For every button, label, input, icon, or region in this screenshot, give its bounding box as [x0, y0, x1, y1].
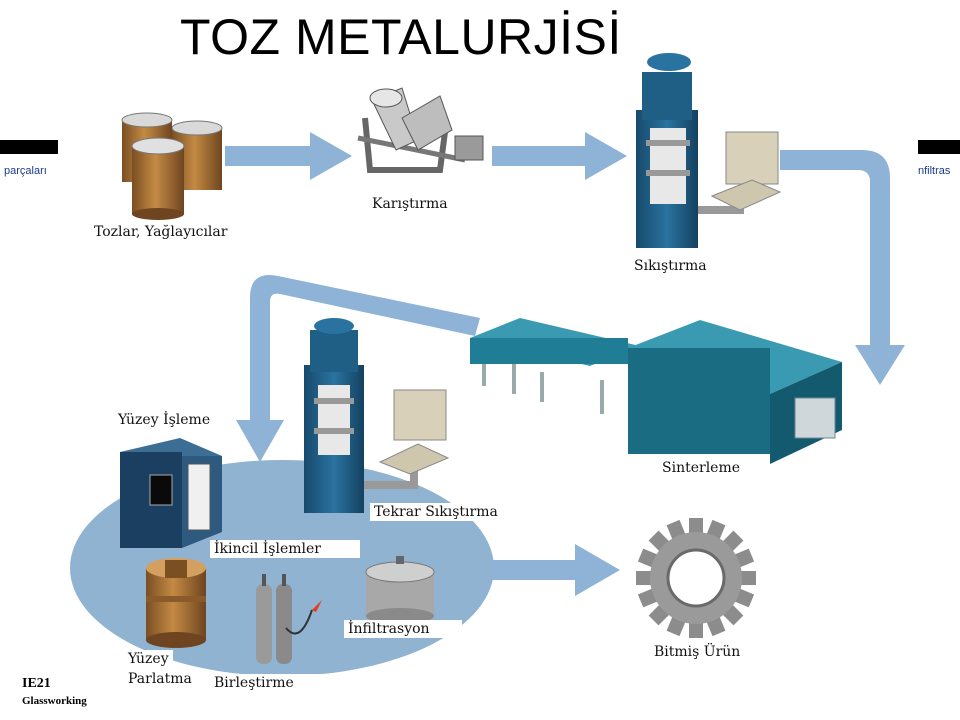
label-surface-treatment: Yüzey İşleme	[118, 412, 211, 428]
machine-tool-icon	[120, 438, 222, 548]
label-sintering: Sinterleme	[662, 460, 741, 476]
press-icon	[636, 53, 782, 248]
label-repressing: Tekrar Sıkıştırma	[370, 503, 502, 521]
left-edge-bar	[0, 140, 58, 154]
arrow-powders-to-mixing	[225, 132, 352, 180]
right-edge-bar	[918, 140, 960, 154]
arrow-secondary-to-finished	[492, 544, 620, 596]
repress-icon	[304, 318, 450, 513]
arrow-mixing-to-compaction	[492, 132, 627, 180]
label-mixing: Karıştırma	[372, 196, 448, 212]
bushing-icon	[146, 558, 206, 648]
arrow-sintering-to-secondary	[236, 274, 480, 462]
v-mixer-icon	[357, 87, 484, 173]
slide-title: TOZ METALURJİSİ	[180, 9, 622, 65]
footer-subtitle: Glassworking	[22, 695, 87, 707]
label-joining: Birleştirme	[210, 674, 354, 692]
label-finished-product: Bitmiş Ürün	[654, 644, 741, 660]
powder-cans-icon	[121, 112, 223, 220]
label-compaction: Sıkıştırma	[634, 258, 707, 274]
label-powders: Tozlar, Yağlayıcılar	[94, 224, 228, 240]
label-polishing-line1: Yüzey	[124, 650, 173, 668]
left-edge-text: parçaları	[4, 165, 47, 177]
gear-icon	[636, 518, 756, 638]
label-secondary-operations: İkincil İşlemler	[210, 540, 360, 558]
label-polishing-line2: Parlatma	[124, 670, 196, 688]
gas-cylinders-icon	[256, 574, 322, 664]
arrow-compaction-to-sintering	[780, 150, 905, 385]
pot-icon	[365, 556, 435, 624]
flow-arrows	[225, 132, 905, 596]
footer-course-code: IE21	[22, 676, 51, 691]
furnace-icon	[470, 318, 842, 464]
right-edge-text: nfiltras	[918, 165, 951, 177]
label-infiltration: İnfiltrasyon	[344, 620, 462, 638]
